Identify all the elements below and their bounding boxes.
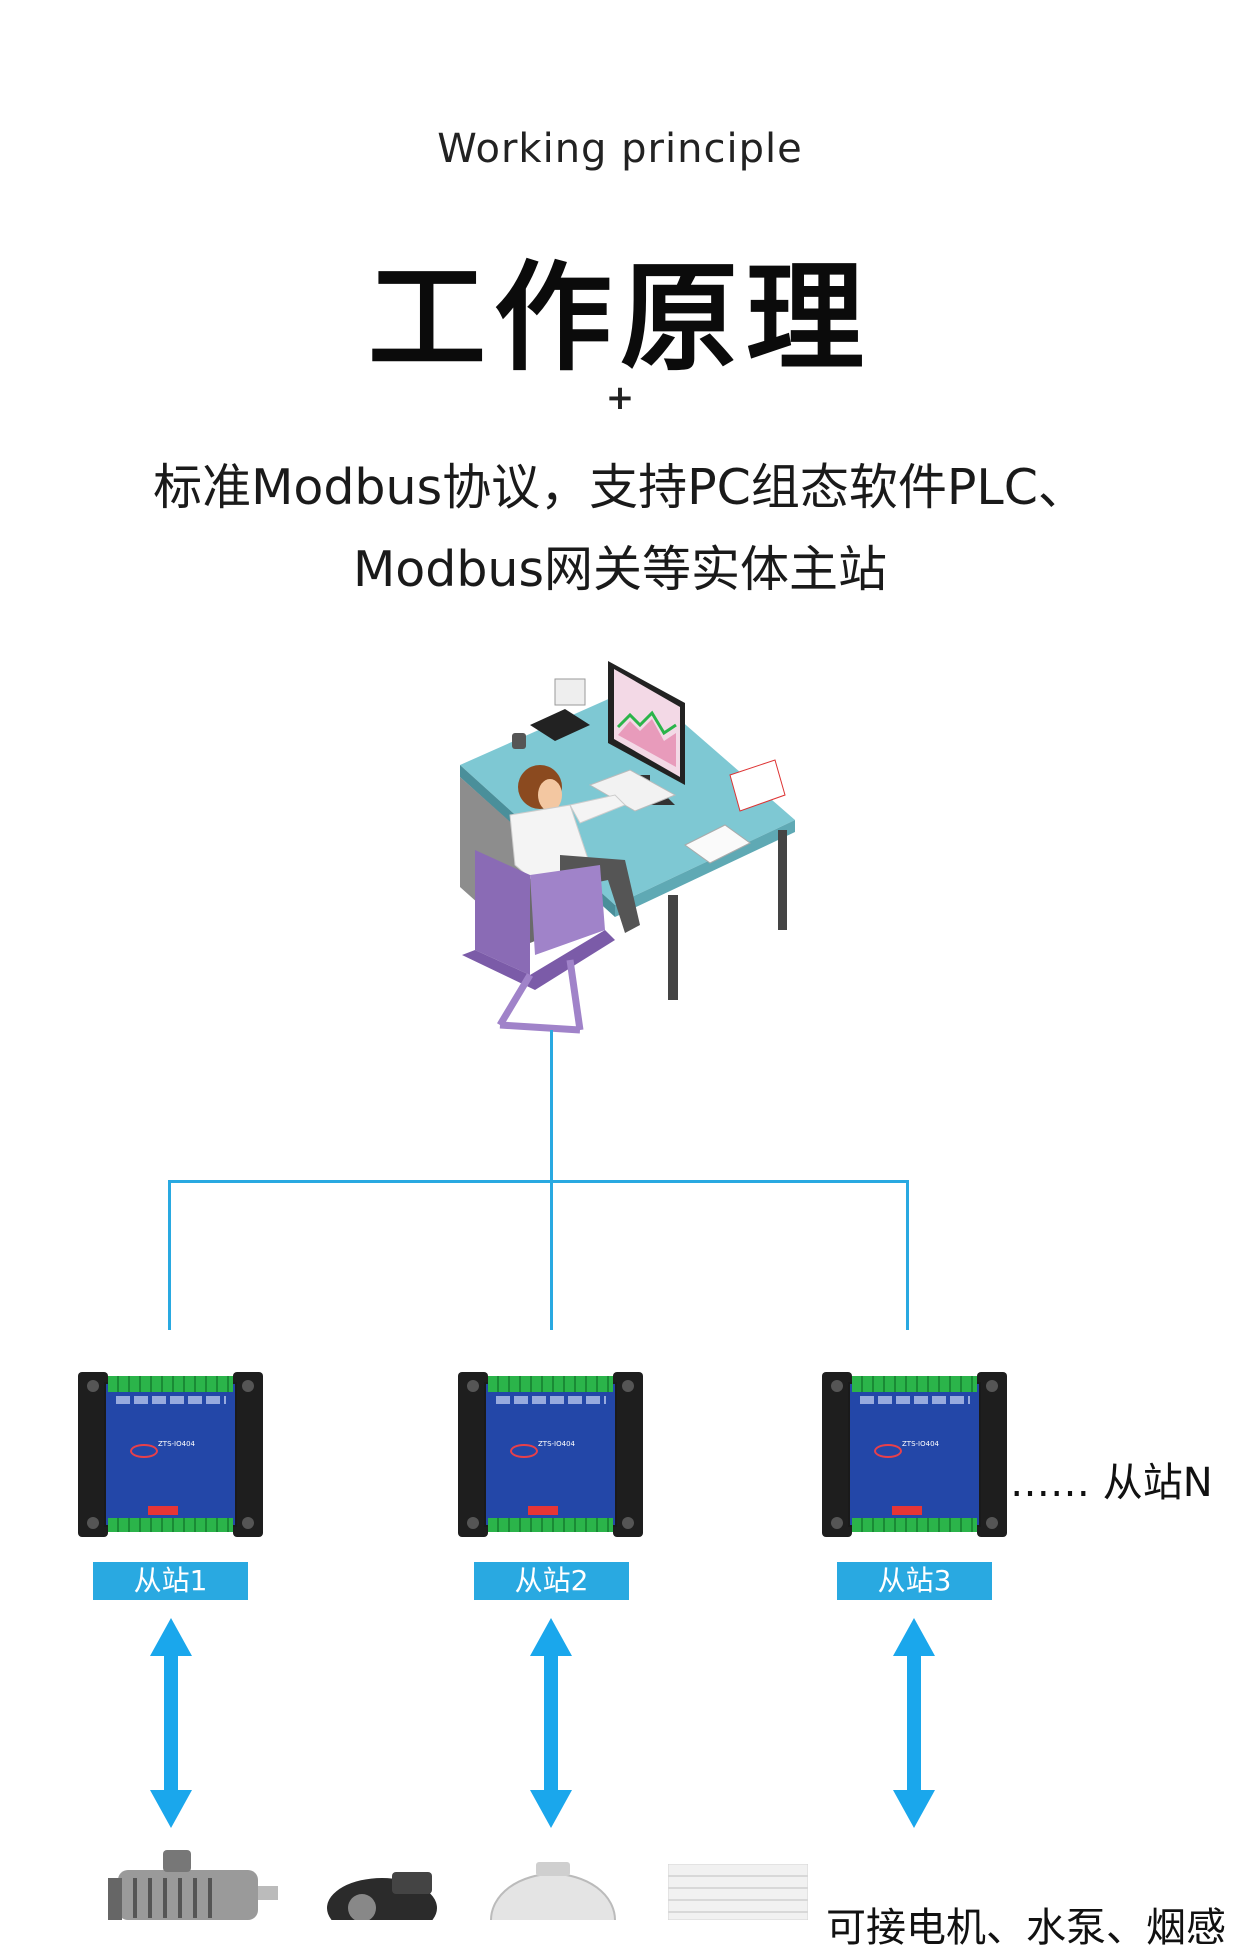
drop-line-3 (906, 1180, 909, 1330)
smoke-detector-icon (490, 1862, 616, 1920)
drop-line-1 (168, 1180, 171, 1330)
slave-label-3: 从站3 (837, 1562, 992, 1600)
description-line-2: Modbus网关等实体主站 (352, 541, 888, 598)
slave-label-2: 从站2 (474, 1562, 629, 1600)
plus-divider: + (605, 378, 635, 418)
brand-logo-icon (510, 1444, 538, 1458)
description-line-1: 标准Modbus协议，支持PC组态软件PLC、 (153, 459, 1087, 516)
slave-device-2: ZTS-IO404 (458, 1372, 643, 1537)
device-model: ZTS-IO404 (158, 1440, 195, 1448)
chair-back (475, 850, 530, 975)
brand-logo-icon (874, 1444, 902, 1458)
double-arrow-icon (150, 1618, 192, 1828)
motor-icon (108, 1850, 278, 1920)
slave-label-1: 从站1 (93, 1562, 248, 1600)
brand-logo-icon (130, 1444, 158, 1458)
workstation-illustration (460, 661, 795, 1034)
slave-device-1: ZTS-IO404 (78, 1372, 263, 1537)
slave-n-label: …… 从站N (1010, 1460, 1213, 1506)
bottom-device-caption: 可接电机、水泵、烟感 (826, 1905, 1226, 1951)
shutter-door-icon (668, 1864, 808, 1920)
bus-line (168, 1180, 908, 1183)
device-model: ZTS-IO404 (902, 1440, 939, 1448)
water-pump-icon (327, 1872, 437, 1920)
chinese-section-title: 工作原理 (367, 249, 872, 387)
slave-device-3: ZTS-IO404 (822, 1372, 1007, 1537)
english-section-title: Working principle (437, 126, 803, 172)
device-model: ZTS-IO404 (538, 1440, 575, 1448)
double-arrow-icon (893, 1618, 935, 1828)
double-arrow-icon (530, 1618, 572, 1828)
